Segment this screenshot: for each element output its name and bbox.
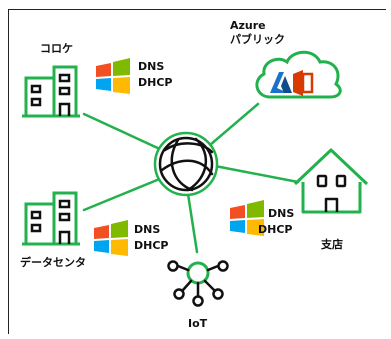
onprem-dhcp-label: DHCP [138,76,173,89]
link-azure [208,102,260,147]
azure-logo-icon [270,72,288,93]
onprem-label: コロケ [40,42,73,55]
connections [82,102,300,254]
datacenter-label: データセンタ [20,256,86,269]
datacenter-dns-label: DNS [134,223,161,236]
iot-hub-icon [167,260,229,307]
house-icon [293,148,369,214]
link-iot [186,192,199,254]
datacenter-dhcp-label: DHCP [134,239,169,252]
office-logo-icon [293,70,314,96]
branch-label: 支店 [321,238,343,251]
link-onprem [82,112,164,152]
globe-icon [153,131,219,197]
building-icon [22,191,80,246]
onprem-dns-label: DNS [138,60,165,73]
building-icon [22,65,80,118]
diagram-frame [8,9,386,334]
windows-logo-icon [94,220,128,256]
azure-subtitle: パブリック [230,33,285,46]
azure-title: Azure [230,19,266,32]
link-branch [213,164,300,184]
branch-dhcp-label: DHCP [258,223,293,236]
windows-logo-icon [96,58,130,94]
iot-label: IoT [188,317,208,330]
link-datacenter [82,176,164,212]
branch-dns-label: DNS [268,207,295,220]
cloud-icon [255,50,342,99]
windows-logo-icon [230,200,264,236]
